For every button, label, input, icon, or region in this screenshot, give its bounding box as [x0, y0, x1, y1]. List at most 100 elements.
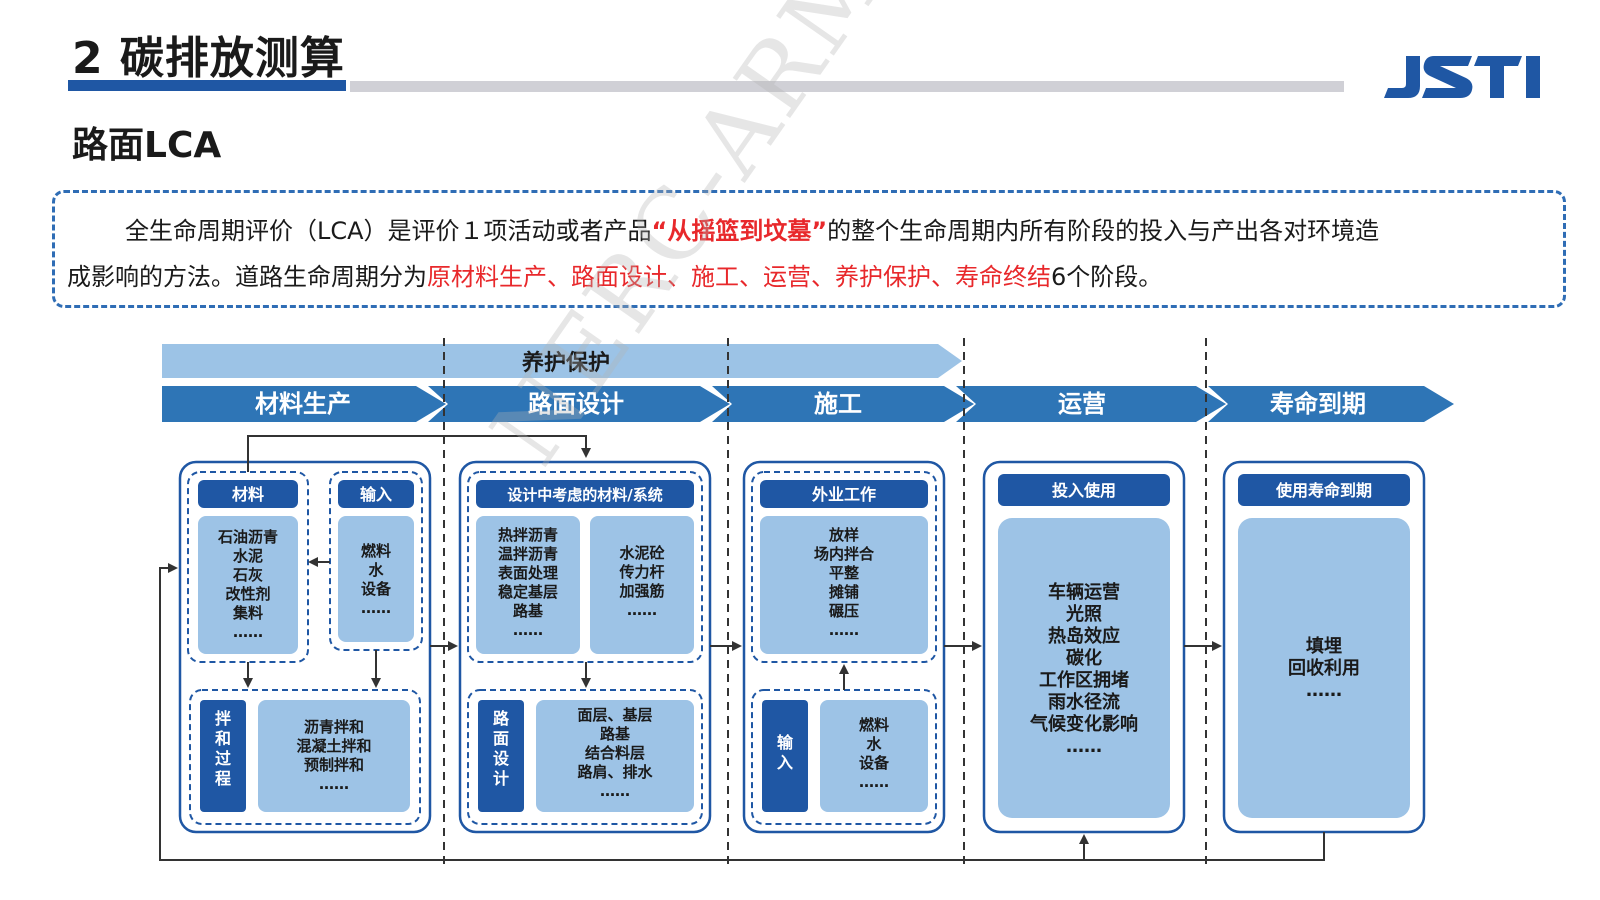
material-input-item: 燃料	[361, 542, 391, 560]
fieldwork-item: 平整	[829, 564, 859, 582]
end-of-life-item: 填埋	[1306, 635, 1342, 657]
operation-header: 投入使用	[1052, 481, 1116, 500]
intro-stage-list: 原材料生产、路面设计、施工、运营、养护保护、寿命终结	[427, 263, 1051, 291]
operation-item: ……	[1066, 736, 1102, 757]
material-header: 材料	[232, 485, 264, 504]
stage-arrow-operation	[956, 386, 1226, 422]
mixing-label-bg	[200, 700, 246, 812]
design-left-item: 稳定基层	[498, 583, 558, 601]
intro-highlight-cradle-to-grave: “从摇篮到坟墓”	[651, 217, 828, 245]
intro-text-1: 全生命周期评价（LCA）是评价１项活动或者产品	[125, 217, 652, 245]
mixing-items-box	[258, 700, 410, 812]
operation-item: 雨水径流	[1048, 691, 1120, 713]
design-bottom-items-box	[536, 700, 694, 812]
material-header-bg	[198, 480, 298, 508]
material-input-header: 输入	[360, 485, 392, 504]
operation-header-bg	[998, 474, 1170, 506]
mixing-label: 拌和过程	[215, 709, 231, 788]
construction-input-label: 输入	[777, 733, 794, 772]
design-right-items-box	[590, 516, 694, 654]
stage-arrow-design	[428, 386, 730, 422]
end-of-life-header: 使用寿命到期	[1275, 481, 1372, 500]
stage-arrow-material	[162, 386, 446, 422]
design-label-bg	[478, 700, 524, 812]
material-items-box	[198, 516, 298, 654]
construction-input-item: 燃料	[859, 716, 889, 734]
intro-definition-box: 全生命周期评价（LCA）是评价１项活动或者产品“从摇篮到坟墓”的整个生命周期内所…	[52, 190, 1566, 308]
intro-text-1-tail: 的整个生命周期内所有阶段的投入与产出各对环境造	[827, 217, 1380, 245]
stage-arrow-construction	[712, 386, 974, 422]
fieldwork-item: 摊铺	[829, 583, 859, 601]
intro-line-1: 全生命周期评价（LCA）是评价１项活动或者产品“从摇篮到坟墓”的整个生命周期内所…	[125, 211, 1379, 246]
end-of-life-item: ……	[1306, 680, 1342, 701]
construction-input-item: 设备	[859, 754, 890, 772]
mixing-item: 混凝土拌和	[296, 737, 371, 755]
design-left-item: 表面处理	[498, 564, 558, 582]
design-left-item: ……	[513, 621, 543, 639]
design-left-items-box	[476, 516, 580, 654]
fieldwork-item: 碾压	[829, 602, 859, 620]
operation-items-box	[998, 518, 1170, 818]
operation-item: 碳化	[1066, 647, 1102, 669]
jsti-logo	[1384, 56, 1540, 98]
fieldwork-header: 外业工作	[811, 485, 876, 504]
mixing-item: 沥青拌和	[304, 718, 364, 736]
stage-label-construction: 施工	[814, 390, 862, 418]
design-right-item: 水泥砼	[619, 544, 665, 562]
stage-label-design: 路面设计	[528, 390, 624, 418]
material-item: 集料	[232, 604, 263, 622]
material-input-item: 设备	[361, 580, 392, 598]
end-of-life-header-bg	[1238, 474, 1410, 506]
design-right-item: 加强筋	[618, 582, 664, 600]
design-left-item: 温拌沥青	[498, 545, 558, 563]
material-item: 改性剂	[225, 585, 270, 603]
stage-label-material: 材料生产	[255, 390, 351, 418]
design-bottom-item: ……	[600, 782, 630, 800]
design-bottom-item: 结合料层	[585, 744, 645, 762]
stage-label-end-of-life: 寿命到期	[1270, 390, 1366, 418]
end-of-life-item: 回收利用	[1288, 657, 1360, 679]
design-header-bg	[476, 480, 694, 508]
design-right-item: 传力杆	[618, 563, 664, 581]
construction-input-label-bg	[762, 700, 808, 812]
design-bottom-item: 路肩、排水	[577, 763, 653, 781]
fieldwork-header-bg	[760, 480, 928, 508]
design-label: 路面设计	[493, 709, 510, 788]
recycle-feedback-loop	[159, 563, 1325, 861]
arrow-material-to-design	[247, 435, 591, 472]
title-underline-rule	[350, 81, 1344, 92]
design-left-item: 热拌沥青	[498, 526, 558, 544]
material-input-items-box	[338, 516, 414, 642]
fieldwork-items-box	[760, 516, 928, 654]
maintenance-band-label: 养护保护	[521, 350, 610, 376]
construction-input-items-box	[820, 700, 928, 812]
design-right-item: ……	[627, 601, 657, 619]
stage-separators	[443, 338, 1207, 866]
intro-text-2: 成影响的方法。道路生命周期分为	[67, 263, 427, 291]
mixing-item: 预制拌和	[304, 756, 364, 774]
operation-item: 热岛效应	[1048, 625, 1120, 647]
section-subtitle: 路面LCA	[72, 125, 222, 166]
fieldwork-item: ……	[829, 621, 859, 639]
stage-label-operation: 运营	[1058, 390, 1106, 418]
maintenance-band	[162, 344, 962, 378]
design-bottom-item: 路基	[600, 725, 631, 743]
fieldwork-item: 场内拌合	[814, 545, 875, 563]
operation-item: 光照	[1065, 603, 1102, 625]
material-item: 石灰	[232, 566, 263, 584]
design-left-item: 路基	[513, 602, 544, 620]
fieldwork-item: 放样	[828, 526, 859, 544]
page-title: 2 碳排放测算	[72, 33, 345, 84]
intro-line-2: 成影响的方法。道路生命周期分为原材料生产、路面设计、施工、运营、养护保护、寿命终…	[67, 257, 1162, 292]
stage-arrow-end-of-life	[1208, 386, 1454, 422]
material-item: ……	[233, 623, 263, 641]
operation-item: 工作区拥堵	[1039, 669, 1129, 691]
material-item: 石油沥青	[217, 528, 278, 546]
operation-item: 车辆运营	[1048, 581, 1120, 603]
material-input-item: 水	[368, 561, 384, 579]
design-bottom-item: 面层、基层	[577, 706, 652, 724]
mixing-item: ……	[319, 775, 349, 793]
material-input-item: ……	[361, 599, 391, 617]
intro-text-2-tail: 6个阶段。	[1051, 263, 1163, 291]
